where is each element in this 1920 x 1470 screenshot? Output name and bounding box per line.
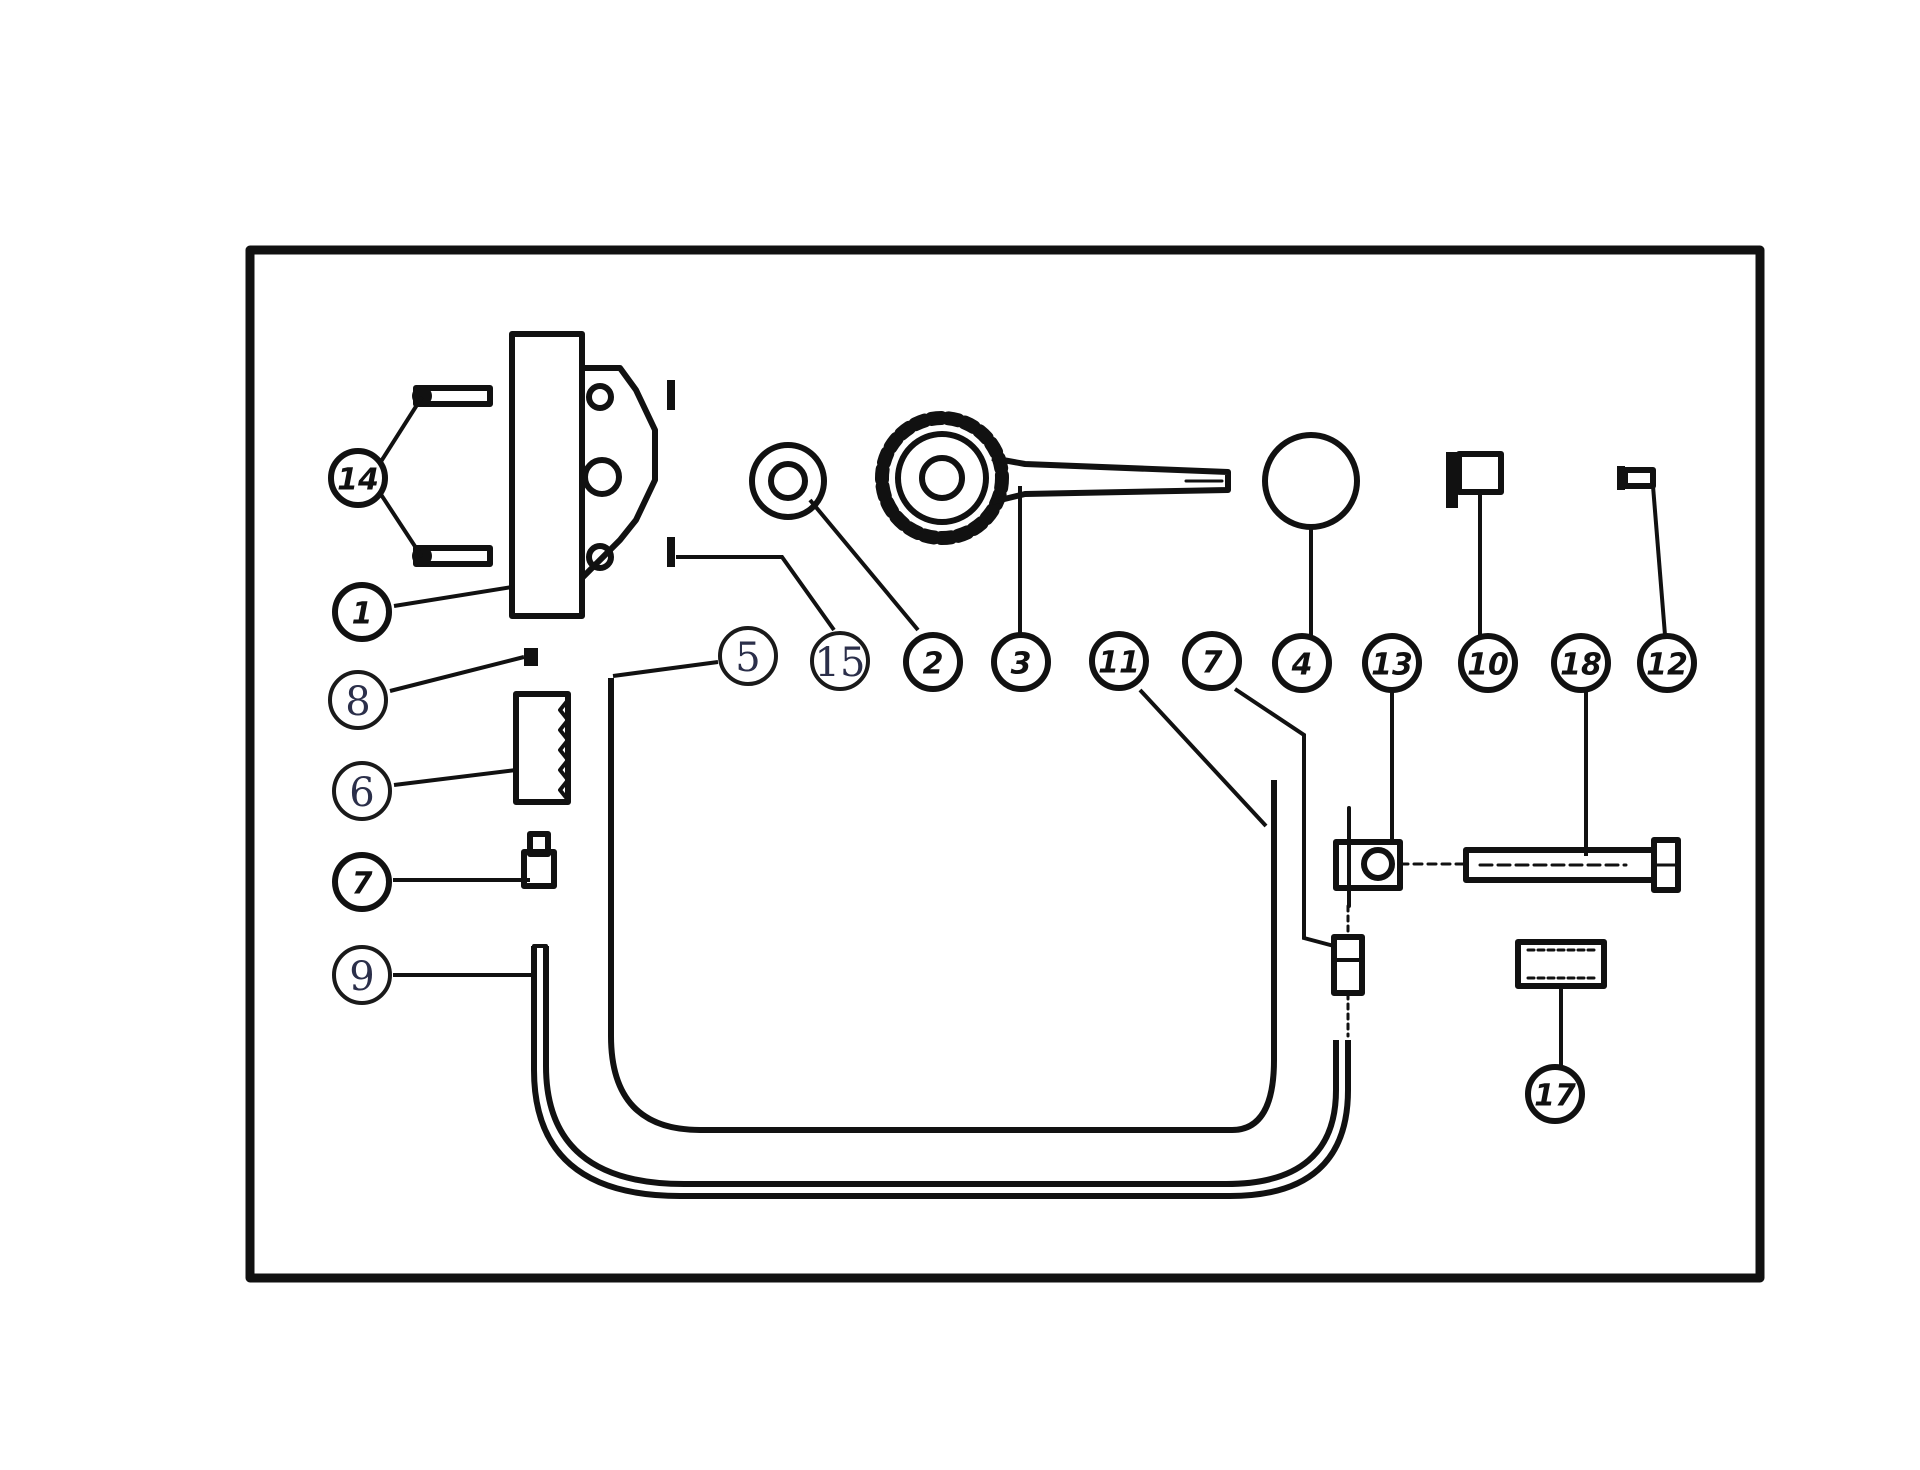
part-2-washer: [749, 442, 827, 520]
callout-10: 10: [1458, 633, 1518, 693]
callout-11-label: 11: [1098, 646, 1140, 681]
part-15-pins: [667, 380, 675, 567]
part-5-inner-rod: [608, 678, 1277, 1133]
callout-15-label: 15: [815, 640, 866, 686]
part-4-knob: [1262, 432, 1360, 530]
callout-4: 4: [1272, 633, 1332, 693]
callout-2: 2: [903, 632, 963, 692]
diagram-frame: [245, 245, 1765, 1283]
callout-7-right-label: 7: [1202, 646, 1223, 681]
callout-1-label: 1: [352, 597, 373, 632]
callout-7-left-label: 7: [352, 867, 373, 902]
callout-3: 3: [991, 632, 1051, 692]
callout-8-label: 8: [345, 679, 370, 725]
callout-17-label: 17: [1534, 1079, 1576, 1114]
part-9-outer-cable: [531, 944, 1351, 1199]
callout-6: 6: [332, 761, 392, 821]
callout-4-label: 4: [1291, 648, 1313, 683]
callout-14-label: 14: [337, 463, 379, 498]
callout-5: 5: [718, 626, 778, 686]
part-1-bracket: [509, 331, 658, 619]
part-6-block: [513, 691, 571, 805]
callout-12: 12: [1637, 633, 1697, 693]
callout-17: 17: [1525, 1064, 1585, 1124]
callout-11: 11: [1089, 631, 1149, 691]
callouts: 14 1 8 6 7 9 5 15: [328, 448, 1697, 1124]
callout-5-label: 5: [735, 635, 760, 681]
callout-3-label: 3: [1011, 647, 1032, 682]
callout-13: 13: [1362, 633, 1422, 693]
callout-7-right: 7: [1182, 631, 1242, 691]
callout-6-label: 6: [349, 770, 374, 816]
callout-12-label: 12: [1646, 648, 1688, 683]
part-3-gear-lever: [875, 411, 1231, 545]
callout-15: 15: [810, 631, 870, 691]
part-8-nut: [524, 648, 538, 666]
callout-2-label: 2: [923, 647, 944, 682]
part-7-fitting-right: [1331, 904, 1365, 1038]
callout-14: 14: [328, 448, 388, 508]
callout-1: 1: [332, 582, 392, 642]
callout-9-label: 9: [349, 954, 374, 1000]
callout-13-label: 13: [1371, 648, 1413, 683]
part-12-plug: [1617, 466, 1656, 490]
part-7-fitting-left: [521, 831, 557, 889]
callout-8: 8: [328, 670, 388, 730]
callout-10-label: 10: [1467, 648, 1509, 683]
leader-lines: [378, 395, 1667, 1070]
callout-9: 9: [332, 945, 392, 1005]
part-14-bolts: [412, 385, 493, 567]
part-17-block: [1515, 939, 1607, 989]
part-18-bolt: [1398, 837, 1681, 893]
callout-7-left: 7: [332, 852, 392, 912]
part-10-cap: [1446, 451, 1504, 508]
callout-18: 18: [1551, 633, 1611, 693]
callout-18-label: 18: [1560, 648, 1602, 683]
